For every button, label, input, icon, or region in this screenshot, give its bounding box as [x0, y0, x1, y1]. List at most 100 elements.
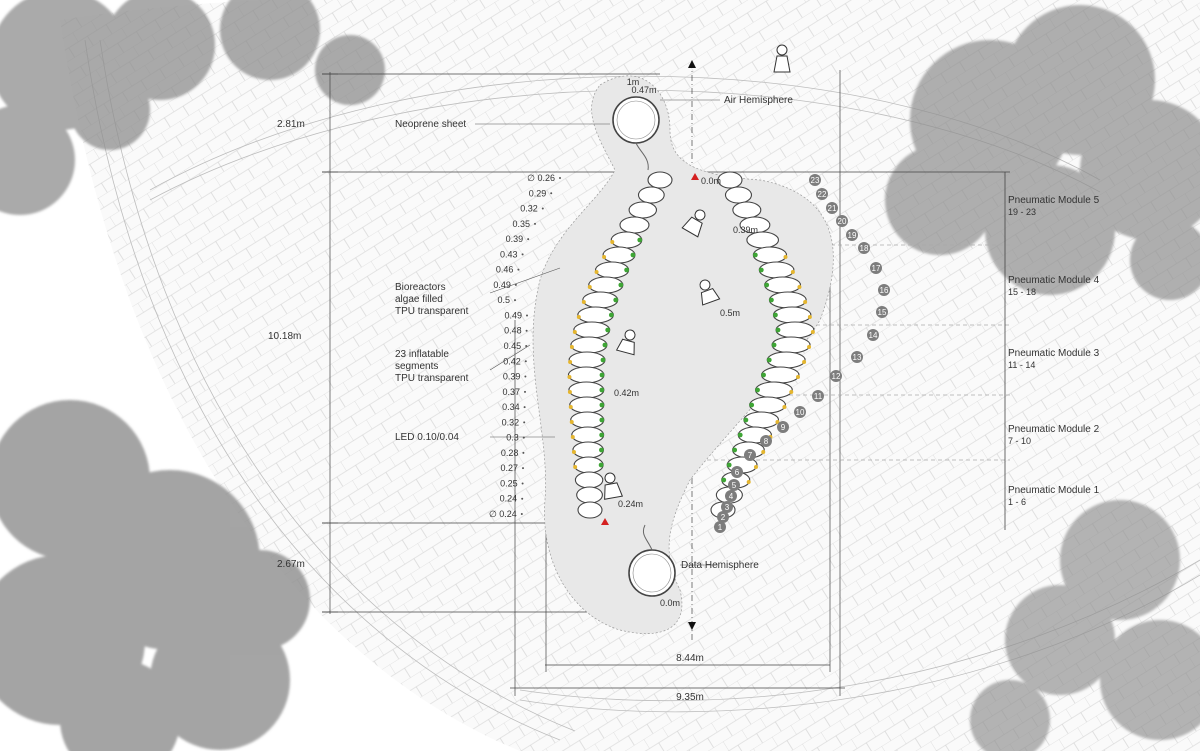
segment-number: 14: [869, 331, 878, 340]
diameter-label: 0.32: [520, 204, 538, 214]
led-green: [608, 312, 614, 318]
diameter-dot: [522, 467, 524, 470]
segment-number: 18: [860, 244, 869, 253]
inflatable-segment: [771, 336, 811, 354]
led-yellow: [790, 270, 795, 274]
inflatable-segment: [572, 441, 604, 459]
led-yellow: [602, 255, 607, 259]
led-green: [599, 402, 605, 408]
led-yellow: [573, 465, 578, 469]
led-yellow: [803, 300, 808, 304]
diameter-label: 0.3: [506, 433, 519, 443]
segment-number: 12: [832, 372, 841, 381]
diameter-dot: [559, 177, 561, 179]
diameter-dot: [521, 497, 524, 500]
led-yellow: [782, 405, 787, 409]
height-label: 0.39m: [733, 225, 758, 235]
led-label: LED 0.10/0.04: [395, 432, 459, 443]
diameter-label: ∅ 0.26: [527, 173, 555, 183]
led-yellow: [761, 450, 766, 454]
diameter-dot: [520, 513, 523, 515]
inflatable-segment: [647, 171, 673, 189]
diameter-dot: [525, 329, 528, 332]
axis-marker-top: [688, 60, 696, 68]
diameter-dot: [527, 238, 530, 241]
segment-badge: 15: [876, 306, 888, 318]
led-yellow: [802, 360, 807, 364]
led-green: [599, 387, 605, 393]
person-figure: [615, 329, 636, 356]
led-green: [749, 402, 755, 408]
data-hemisphere-label: Data Hemisphere: [681, 560, 759, 571]
segment-badge: 4: [725, 490, 737, 502]
segment-number: 5: [732, 481, 737, 490]
diameter-dot: [523, 406, 526, 409]
led-green: [602, 342, 608, 348]
led-yellow: [587, 285, 592, 289]
segment-badge: 1: [714, 521, 726, 533]
bioreactors-label-line3: TPU transparent: [395, 306, 469, 317]
led-yellow: [797, 285, 802, 289]
inflatable-segment: [775, 321, 815, 339]
inflatable-segment: [570, 336, 608, 354]
inflatable-label-line2: segments: [395, 361, 438, 372]
bioreactors-label-line2: algae filled: [395, 294, 443, 305]
inflatable-segment: [577, 501, 603, 519]
diameter-label: 0.34: [502, 402, 520, 412]
led-green: [630, 252, 636, 258]
led-green: [599, 372, 605, 378]
inflatable-segment: [576, 486, 603, 504]
segment-badge: 7: [744, 449, 756, 461]
inflatable-segment: [573, 321, 611, 339]
led-markers: [567, 237, 815, 484]
led-green: [773, 312, 778, 318]
led-green: [769, 297, 774, 303]
segment-number: 7: [748, 451, 753, 460]
inflatable-segment: [758, 261, 795, 279]
inflatable-segment: [761, 366, 800, 384]
segment-number: 23: [811, 176, 820, 185]
diameter-label: 0.25: [500, 478, 518, 488]
inflatable-segment: [754, 381, 793, 399]
person-figure: [604, 472, 624, 500]
segment-number: 20: [838, 217, 847, 226]
segment-number: 19: [848, 231, 857, 240]
led-yellow: [570, 435, 575, 439]
segment-badge: 2: [717, 511, 729, 523]
height-label: 0.5m: [720, 308, 740, 318]
led-yellow: [576, 315, 581, 319]
diameter-dot: [533, 222, 536, 225]
inflatable-segment: [569, 396, 605, 414]
segment-badge: 18: [858, 242, 870, 254]
segment-badge: 8: [760, 435, 772, 447]
segment-number: 21: [828, 204, 837, 213]
person-figures: [604, 44, 791, 500]
diameter-dot: [525, 345, 528, 347]
diameter-dot: [514, 299, 516, 302]
height-label: 0.0m: [701, 176, 721, 186]
inflatable-segment: [772, 306, 812, 324]
segment-number: 22: [818, 190, 827, 199]
segment-badge: 13: [851, 351, 863, 363]
module-range-2: 7 - 10: [1008, 436, 1031, 446]
led-green: [618, 282, 624, 288]
diameter-label: 0.43: [500, 249, 518, 259]
led-green: [766, 357, 772, 363]
person-figure: [699, 279, 721, 306]
segment-badge: 20: [836, 215, 848, 227]
diameter-dot: [524, 375, 527, 378]
segment-number: 2: [721, 513, 726, 522]
diameter-dot: [521, 253, 524, 256]
leader-lines: [475, 99, 720, 566]
segment-badge: 16: [878, 284, 890, 296]
diameter-dot: [524, 360, 527, 363]
diameter-dot: [514, 283, 517, 286]
neoprene-sheet-label: Neoprene sheet: [395, 119, 466, 130]
person-figure: [681, 209, 706, 238]
diameter-dot: [521, 482, 524, 485]
led-green: [737, 432, 743, 438]
